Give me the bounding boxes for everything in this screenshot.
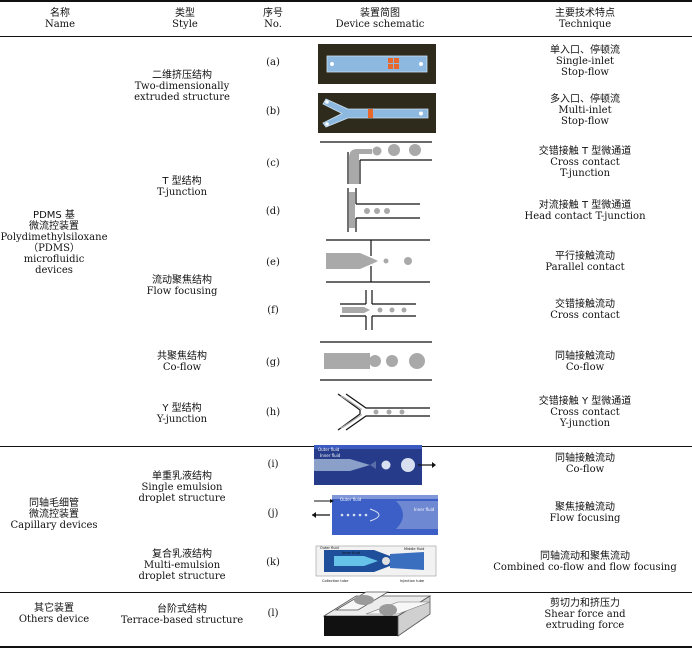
label-injection-tube-k: Injection tube (400, 579, 424, 583)
no-a: (a) (266, 57, 280, 68)
no-c: (c) (266, 158, 280, 169)
schematic-k: Outer fluid Inner fluid Middle fluid Col… (315, 545, 437, 583)
schematic-b (318, 93, 436, 133)
group-pdms: PDMS 基 微流控装置 Polydimethylsiloxane （PDMS）… (0, 210, 108, 276)
label-outer-fluid-k: Outer fluid (320, 546, 339, 550)
header-rule (0, 36, 692, 37)
label-outer-fluid-j: Outer fluid (340, 497, 362, 502)
schematic-i: Outer fluid Inner fluid (314, 445, 436, 485)
no-g: (g) (265, 357, 281, 368)
no-b: (b) (265, 106, 281, 117)
top-rule (0, 0, 692, 2)
schematic-l (322, 591, 432, 637)
group-capillary: 同轴毛细管 微流控装置 Capillary devices (10, 498, 98, 531)
no-k: (k) (266, 557, 280, 568)
no-e: (e) (266, 257, 280, 268)
no-l: (l) (267, 608, 279, 619)
bottom-rule (0, 646, 692, 648)
no-j: (j) (267, 508, 279, 519)
label-inner-fluid-i: Inner fluid (320, 453, 341, 458)
group-others: 其它装置 Others device (18, 603, 90, 625)
schematic-c (320, 141, 432, 184)
label-collection-tube-k: Collection tube (322, 579, 348, 583)
no-h: (h) (265, 407, 281, 418)
label-inner-fluid-j: Inner fluid (414, 507, 435, 512)
schematic-j: Outer fluid Inner fluid (312, 495, 438, 535)
schematic-g (320, 341, 432, 381)
no-d: (d) (265, 206, 281, 217)
schematic-e (326, 239, 430, 283)
schematic-h (337, 393, 430, 431)
schematic-a (318, 44, 436, 84)
no-f: (f) (267, 305, 279, 316)
schematic-d (347, 188, 420, 232)
no-i: (i) (267, 459, 279, 470)
label-inner-fluid-k: Inner fluid (342, 551, 360, 555)
label-middle-fluid-k: Middle fluid (404, 547, 424, 551)
label-outer-fluid-i: Outer fluid (318, 447, 340, 452)
group-rule-2 (0, 592, 692, 593)
schematic-f (340, 290, 416, 330)
